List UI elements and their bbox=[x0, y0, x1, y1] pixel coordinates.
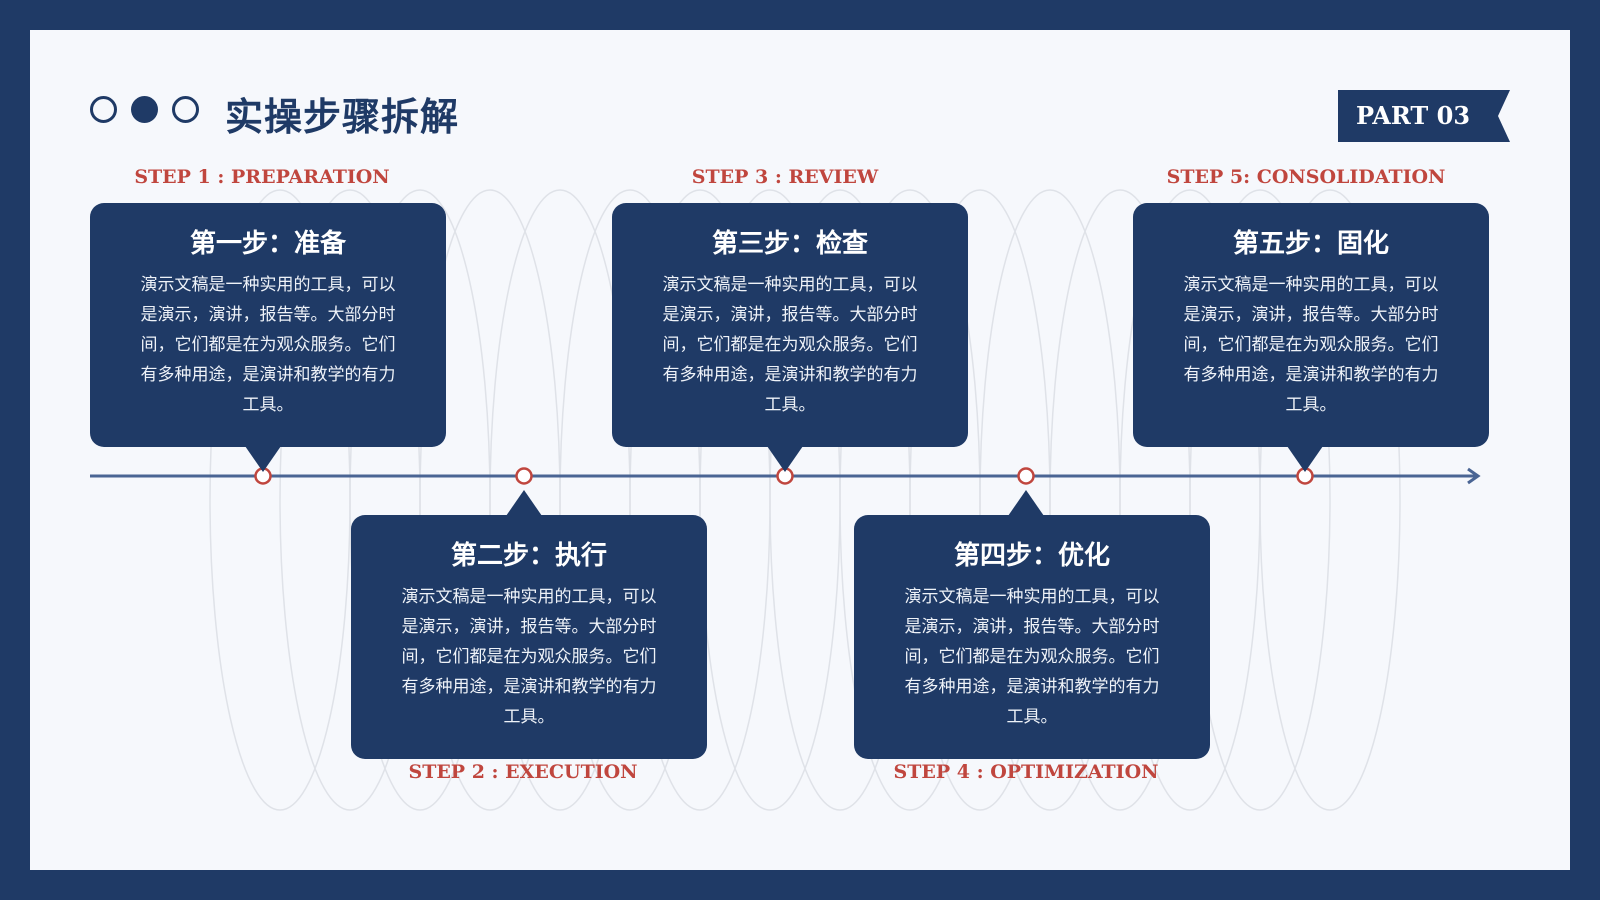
step-4-card: 第四步：优化 演示文稿是一种实用的工具，可以是演示，演讲，报告等。大部分时间，它… bbox=[854, 515, 1210, 759]
step-1-card: 第一步：准备 演示文稿是一种实用的工具，可以是演示，演讲，报告等。大部分时间，它… bbox=[90, 203, 446, 447]
step-3-body: 演示文稿是一种实用的工具，可以是演示，演讲，报告等。大部分时间，它们都是在为观众… bbox=[662, 275, 918, 415]
step-5-label: STEP 5: CONSOLIDATION bbox=[1166, 166, 1446, 188]
filled-dot-icon bbox=[131, 96, 158, 123]
step-1-body: 演示文稿是一种实用的工具，可以是演示，演讲，报告等。大部分时间，它们都是在为观众… bbox=[140, 275, 396, 415]
step-1-label: STEP 1 : PREPARATION bbox=[134, 166, 390, 188]
step-5-title: 第五步：固化 bbox=[1232, 229, 1389, 259]
step-1-title: 第一步：准备 bbox=[189, 229, 346, 259]
part-tag-ribbon-icon bbox=[1338, 90, 1510, 142]
step-2-body: 演示文稿是一种实用的工具，可以是演示，演讲，报告等。大部分时间，它们都是在为观众… bbox=[401, 587, 657, 727]
step-4-title: 第四步：优化 bbox=[953, 541, 1110, 571]
step-4-pointer bbox=[1008, 490, 1044, 516]
step-5-pointer bbox=[1287, 446, 1323, 472]
step-5-card: 第五步：固化 演示文稿是一种实用的工具，可以是演示，演讲，报告等。大部分时间，它… bbox=[1133, 203, 1489, 447]
step-2-title: 第二步：执行 bbox=[450, 541, 607, 571]
step-3-title: 第三步：检查 bbox=[711, 229, 868, 259]
header-dots bbox=[90, 96, 199, 123]
step-2-pointer bbox=[506, 490, 542, 516]
step-2-label: STEP 2 : EXECUTION bbox=[408, 761, 638, 783]
timeline-node bbox=[515, 467, 533, 485]
step-4-body: 演示文稿是一种实用的工具，可以是演示，演讲，报告等。大部分时间，它们都是在为观众… bbox=[904, 587, 1160, 727]
step-1-pointer bbox=[245, 446, 281, 472]
step-3-label: STEP 3 : REVIEW bbox=[691, 166, 879, 188]
timeline-node bbox=[1017, 467, 1035, 485]
step-3-pointer bbox=[767, 446, 803, 472]
step-5-body: 演示文稿是一种实用的工具，可以是演示，演讲，报告等。大部分时间，它们都是在为观众… bbox=[1183, 275, 1439, 415]
step-2-card: 第二步：执行 演示文稿是一种实用的工具，可以是演示，演讲，报告等。大部分时间，它… bbox=[351, 515, 707, 759]
step-3-card: 第三步：检查 演示文稿是一种实用的工具，可以是演示，演讲，报告等。大部分时间，它… bbox=[612, 203, 968, 447]
part-tag: PART 03 bbox=[1338, 90, 1510, 142]
page-title: 实操步骤拆解 bbox=[225, 94, 460, 139]
step-4-label: STEP 4 : OPTIMIZATION bbox=[893, 761, 1159, 783]
background-loop-decoration bbox=[209, 189, 1401, 811]
timeline bbox=[90, 467, 1481, 485]
outline-dot-icon bbox=[90, 96, 117, 123]
part-label: PART 03 bbox=[1355, 101, 1471, 130]
outline-dot-icon bbox=[172, 96, 199, 123]
slide: 实操步骤拆解 PART 03 STEP 1 : PREPARATION 第一步：… bbox=[30, 30, 1570, 870]
